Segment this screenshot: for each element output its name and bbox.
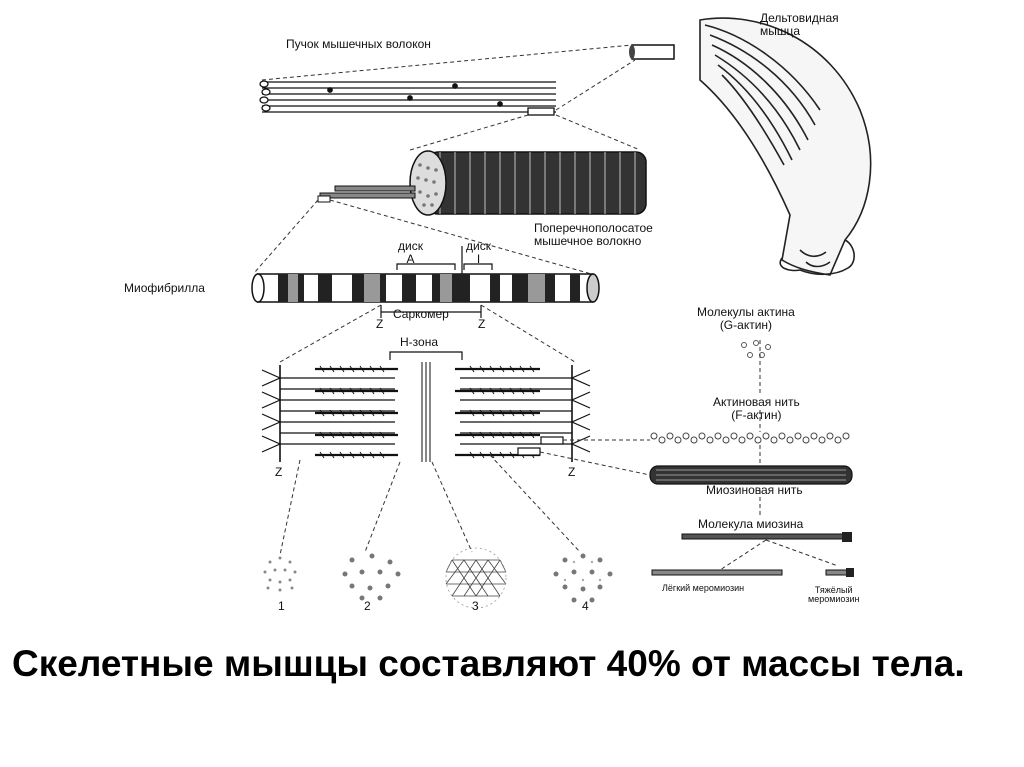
deltoid-sample-tube bbox=[631, 44, 675, 60]
label-f-actin: Актиновая нить (F-актин) bbox=[713, 395, 800, 422]
label-disk-i: диск I bbox=[466, 239, 491, 266]
label-z-bottom-right: Z bbox=[568, 465, 576, 479]
muscle-fiber-bundle bbox=[259, 80, 556, 116]
label-striated-muscle-fiber: Поперечнополосатое мышечное волокно bbox=[534, 221, 653, 248]
muscle-structure-diagram bbox=[251, 17, 872, 609]
label-myosin-filament: Миозиновая нить bbox=[706, 483, 803, 497]
sarcomere-detail bbox=[261, 351, 591, 462]
g-actin-molecules bbox=[741, 340, 771, 358]
arm-illustration bbox=[699, 17, 872, 276]
myofibril bbox=[251, 246, 600, 318]
label-z-bottom-left: Z bbox=[275, 465, 283, 479]
label-cross-section-3: 3 bbox=[472, 599, 479, 613]
myosin-molecule bbox=[681, 532, 852, 542]
label-cross-section-4: 4 bbox=[582, 599, 589, 613]
striated-muscle-fiber bbox=[317, 150, 647, 216]
heavy-meromyosin-rod bbox=[825, 568, 854, 577]
label-z-top-left: Z bbox=[376, 317, 384, 331]
label-cross-section-1: 1 bbox=[278, 599, 285, 613]
cross-section-2 bbox=[342, 553, 401, 601]
label-muscle-fiber-bundle: Пучок мышечных волокон bbox=[286, 37, 431, 51]
label-z-top-right: Z bbox=[478, 317, 486, 331]
slide-caption: Скелетные мышцы составляют 40% от массы … bbox=[12, 643, 965, 684]
label-heavy-meromyosin: Тяжёлый меромиозин bbox=[808, 585, 860, 605]
label-myofibril: Миофибрилла bbox=[124, 281, 205, 295]
label-light-meromyosin: Лёгкий меромиозин bbox=[662, 583, 745, 593]
light-meromyosin-rod bbox=[651, 569, 783, 576]
label-cross-section-2: 2 bbox=[364, 599, 371, 613]
label-myosin-molecule: Молекула миозина bbox=[698, 517, 804, 531]
label-deltoid-muscle: Дельтовидная мышца bbox=[760, 11, 839, 38]
myosin-filament bbox=[649, 465, 853, 485]
deltoid-sample-end bbox=[629, 45, 635, 59]
label-g-actin: Молекулы актина (G-актин) bbox=[697, 305, 795, 332]
cross-section-1 bbox=[263, 556, 297, 592]
label-h-zone: Н-зона bbox=[400, 335, 439, 349]
label-sarcomere: Саркомер bbox=[393, 307, 449, 321]
cross-section-3 bbox=[445, 547, 507, 609]
f-actin-filament bbox=[650, 432, 850, 444]
label-disk-a: диск А bbox=[398, 239, 423, 266]
cross-section-4 bbox=[553, 553, 613, 603]
dashed-connectors bbox=[254, 44, 839, 571]
